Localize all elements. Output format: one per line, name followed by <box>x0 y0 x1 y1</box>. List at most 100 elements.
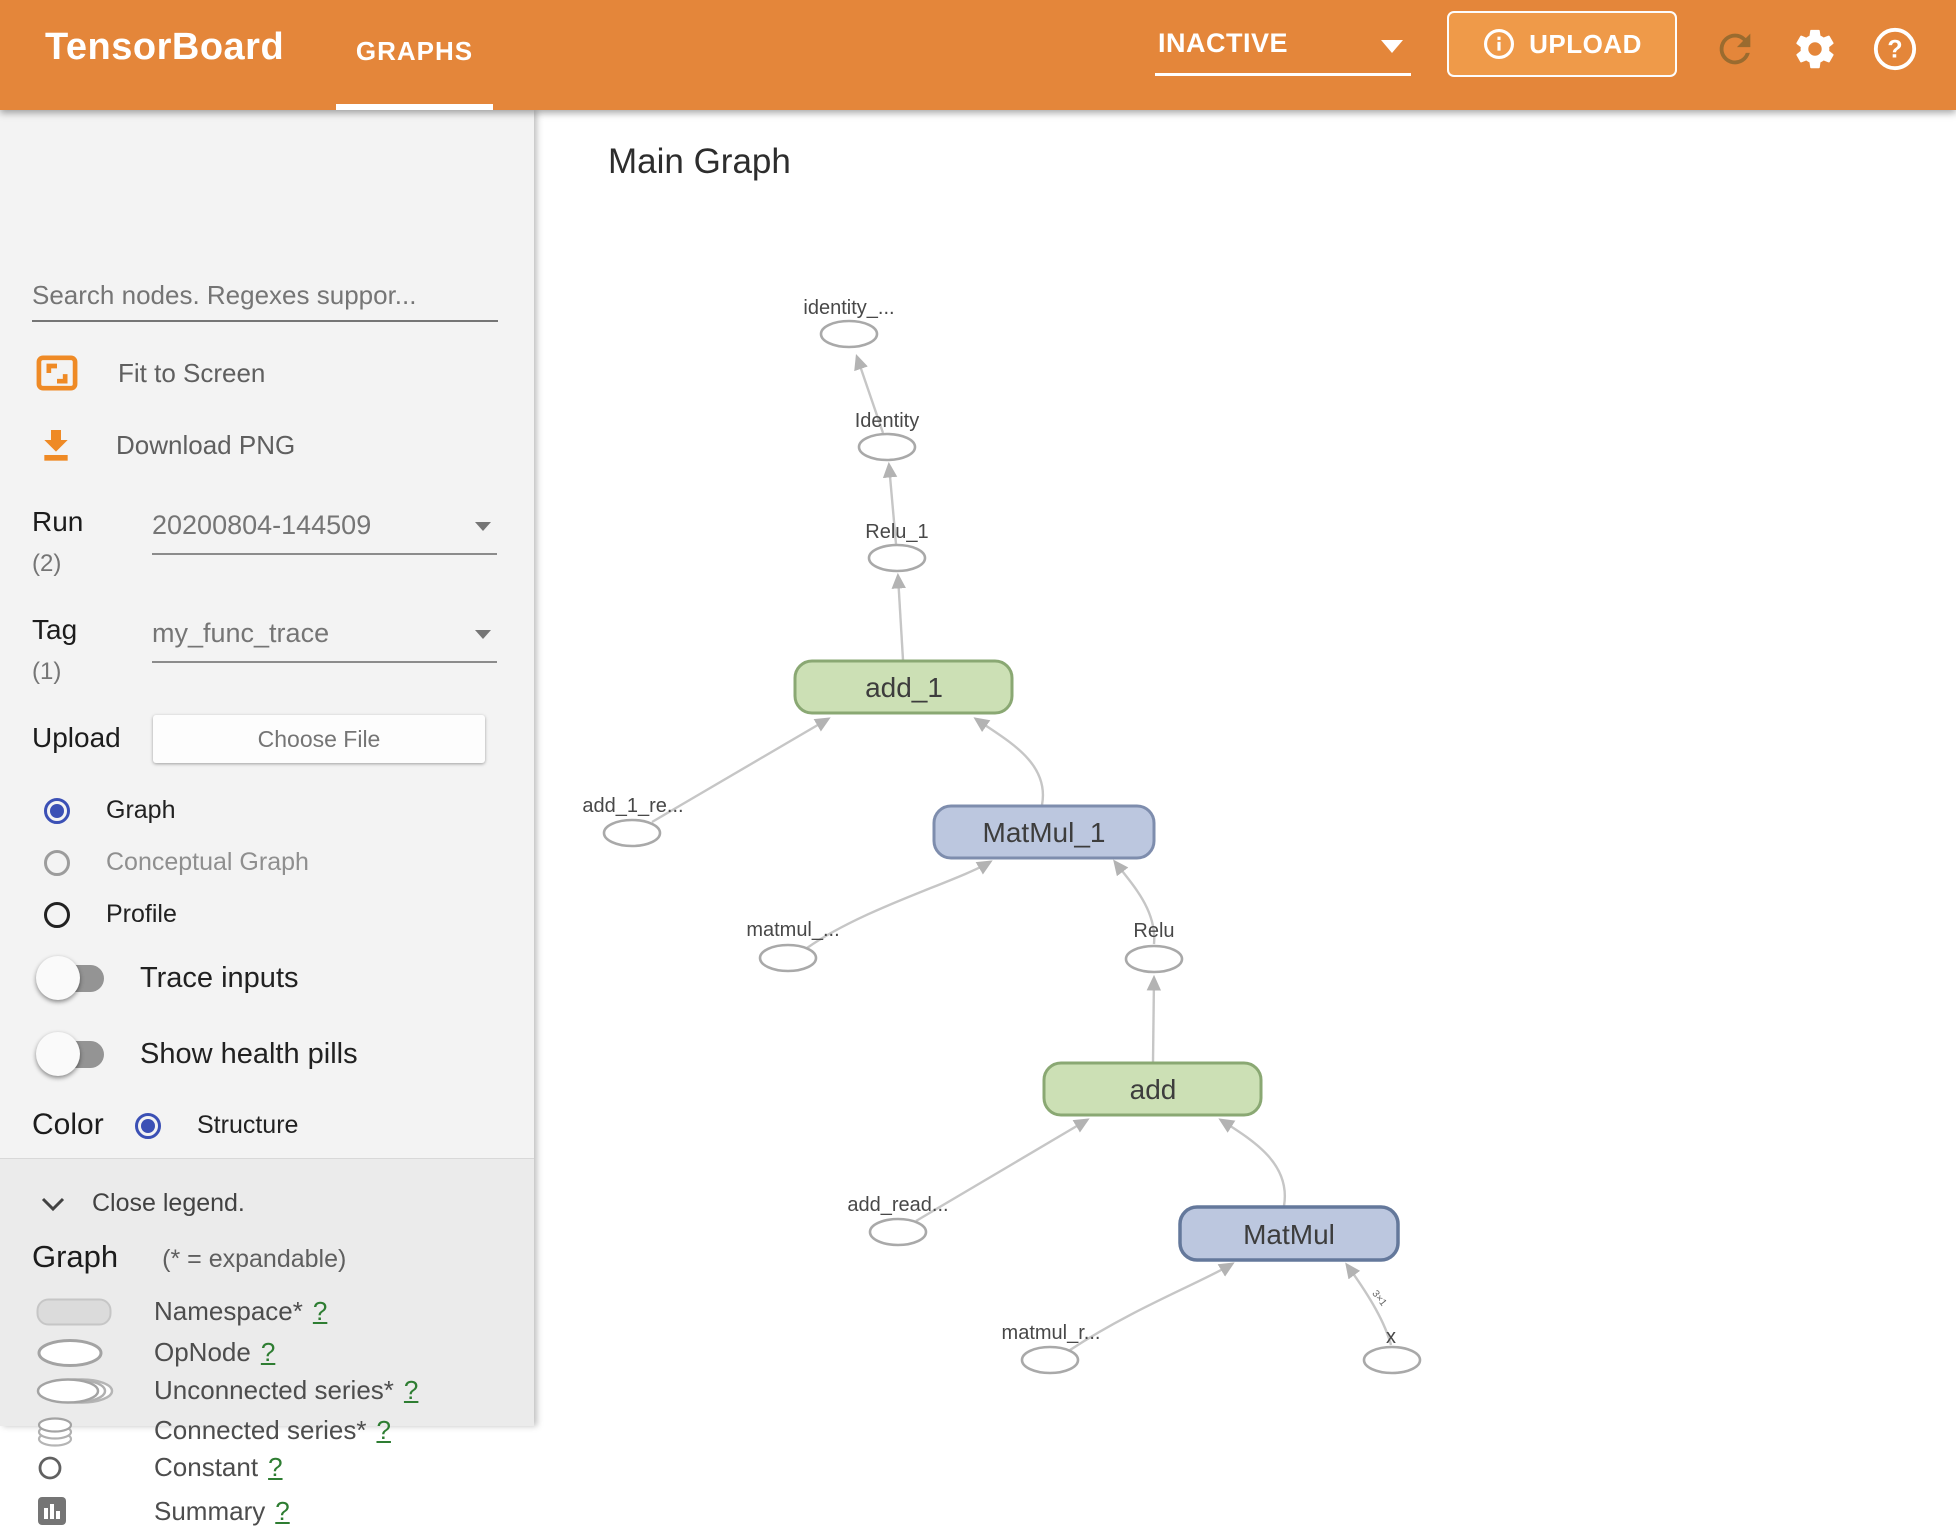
graph-node-add-1[interactable]: add_1 <box>793 659 1014 715</box>
download-png-button[interactable]: Download PNG <box>36 425 295 465</box>
graph-node-x[interactable]: x <box>1362 1326 1422 1375</box>
connected-series-shape-icon <box>37 1417 73 1447</box>
graph-edges <box>651 354 1393 1352</box>
help-icon[interactable]: ? <box>1872 26 1918 72</box>
structure-radio-control <box>135 1112 161 1139</box>
radio-profile-label: Profile <box>106 900 177 928</box>
svg-text:MatMul_1: MatMul_1 <box>983 817 1106 848</box>
opnode-help-link[interactable]: ? <box>260 1337 276 1367</box>
graph-node-matmul-r[interactable]: matmul_r... <box>1002 1322 1101 1375</box>
svg-text:Identity: Identity <box>855 410 919 432</box>
legend-item-opnode: OpNode ? <box>36 1337 516 1368</box>
download-png-label: Download PNG <box>116 429 296 460</box>
edge-add1-to-relu1 <box>891 572 906 661</box>
graph-node-add-1-re[interactable]: add_1_re... <box>582 795 684 848</box>
svg-text:add: add <box>1130 1074 1177 1105</box>
summary-help-link[interactable]: ? <box>275 1495 290 1526</box>
radio-conceptual-label: Conceptual Graph <box>106 848 309 876</box>
run-select-value: 20200804-144509 <box>152 510 497 555</box>
close-legend-button[interactable]: Close legend. <box>40 1189 245 1218</box>
constant-help-link[interactable]: ? <box>268 1452 283 1482</box>
graph-node-matmul[interactable]: MatMul <box>1178 1205 1400 1262</box>
graph-node-add[interactable]: add <box>1042 1061 1263 1117</box>
search-nodes-input[interactable] <box>32 270 498 322</box>
namespace-help-link[interactable]: ? <box>312 1296 328 1326</box>
tag-select[interactable]: my_func_trace <box>152 618 497 663</box>
legend-title: Graph <box>32 1239 119 1274</box>
trace-inputs-toggle[interactable]: Trace inputs <box>36 956 299 1000</box>
close-legend-label: Close legend. <box>92 1189 245 1217</box>
graph-controls-sidebar: Fit to Screen Download PNG Run (2) 20200… <box>0 110 534 1526</box>
connected-series-help-link[interactable]: ? <box>376 1414 391 1445</box>
legend-item-summary: Summary ? <box>36 1495 516 1527</box>
svg-text:MatMul: MatMul <box>1243 1219 1335 1250</box>
tag-count: (1) <box>32 658 62 685</box>
namespace-shape-icon <box>36 1298 112 1325</box>
fit-to-screen-icon <box>36 355 78 391</box>
tab-graphs[interactable]: GRAPHS <box>355 36 474 66</box>
edge-add1re-to-add1 <box>651 717 831 824</box>
tab-active-indicator <box>336 104 493 110</box>
svg-text:add_1: add_1 <box>865 672 943 703</box>
graph-node-relu-1[interactable]: Relu_1 <box>865 521 929 573</box>
tag-select-value: my_func_trace <box>152 618 497 663</box>
svg-text:add_read...: add_read... <box>847 1194 948 1216</box>
health-pills-label: Show health pills <box>140 1037 358 1070</box>
show-health-pills-toggle[interactable]: Show health pills <box>36 1032 358 1076</box>
unconnected-series-help-link[interactable]: ? <box>403 1375 419 1405</box>
tensorboard-logo[interactable]: TensorBoard <box>45 26 285 68</box>
graph-node-matmul-dots[interactable]: matmul_... <box>746 919 840 973</box>
fit-to-screen-label: Fit to Screen <box>118 357 266 388</box>
legend-expandable-note: (* = expandable) <box>162 1245 347 1273</box>
computation-graph-svg: 3×1 identity_... Identity Relu_1 add_1_r… <box>582 297 1422 1375</box>
legend-item-constant: Constant ? <box>36 1452 516 1483</box>
graph-canvas-area: Main Graph 3×1 identity_... <box>534 110 1956 1426</box>
svg-text:Relu_1: Relu_1 <box>865 521 928 543</box>
radio-profile-control <box>44 901 70 928</box>
legend-item-unconnected-series: Unconnected series* ? <box>36 1375 516 1406</box>
refresh-icon[interactable] <box>1712 26 1758 72</box>
radio-graph[interactable]: Graph <box>44 796 175 825</box>
radio-conceptual-graph[interactable]: Conceptual Graph <box>44 848 309 877</box>
legend-header: Graph (* = expandable) <box>32 1239 346 1275</box>
graph-node-identity-out[interactable]: identity_... <box>803 297 895 349</box>
upload-button[interactable]: UPLOAD <box>1447 11 1677 77</box>
choose-file-button[interactable]: Choose File <box>153 715 485 763</box>
graph-legend: Close legend. Graph (* = expandable) Nam… <box>0 1158 534 1526</box>
main-graph-title: Main Graph <box>608 142 791 181</box>
edge-matmul1-to-add1 <box>973 717 1045 806</box>
radio-graph-control <box>44 797 70 824</box>
chevron-down-icon <box>41 1197 65 1211</box>
constant-shape-icon <box>38 1456 62 1479</box>
edge-matmuldots-to-matmul1 <box>806 860 993 949</box>
svg-text:matmul_...: matmul_... <box>746 919 839 941</box>
dropdown-caret-icon <box>1381 40 1403 53</box>
opnode-shape-icon <box>37 1338 103 1367</box>
graph-node-identity[interactable]: Identity <box>855 410 919 462</box>
legend-item-namespace: Namespace* ? <box>36 1296 516 1327</box>
unconnected-series-shape-icon <box>36 1377 114 1404</box>
svg-text:matmul_r...: matmul_r... <box>1002 1322 1101 1344</box>
run-select[interactable]: 20200804-144509 <box>152 510 497 555</box>
tag-select-caret-icon <box>475 630 491 639</box>
radio-profile[interactable]: Profile <box>44 900 177 929</box>
edge-tensor-shape-label: 3×1 <box>1369 1288 1388 1308</box>
graph-function-nodes: add_1 MatMul_1 add MatMul <box>793 659 1400 1262</box>
run-status-dropdown[interactable]: INACTIVE <box>1155 0 1411 110</box>
graph-node-matmul-1[interactable]: MatMul_1 <box>932 804 1156 860</box>
run-status-value: INACTIVE <box>1158 28 1289 58</box>
color-by-structure-radio[interactable]: Structure <box>135 1111 298 1140</box>
trace-inputs-label: Trace inputs <box>140 961 299 994</box>
svg-text:add_1_re...: add_1_re... <box>582 795 683 817</box>
svg-text:x: x <box>1386 1326 1396 1348</box>
edge-x-to-matmul <box>1345 1262 1393 1346</box>
upload-label: Upload <box>32 722 121 753</box>
tag-label: Tag <box>32 614 78 645</box>
legend-item-connected-series: Connected series* ? <box>36 1412 516 1448</box>
graph-node-relu[interactable]: Relu <box>1124 920 1184 974</box>
fit-to-screen-button[interactable]: Fit to Screen <box>36 354 265 392</box>
summary-shape-icon <box>38 1497 66 1525</box>
graph-node-add-read[interactable]: add_read... <box>847 1194 949 1247</box>
settings-gear-icon[interactable] <box>1792 26 1838 72</box>
edge-relu1-to-identity <box>882 461 898 545</box>
